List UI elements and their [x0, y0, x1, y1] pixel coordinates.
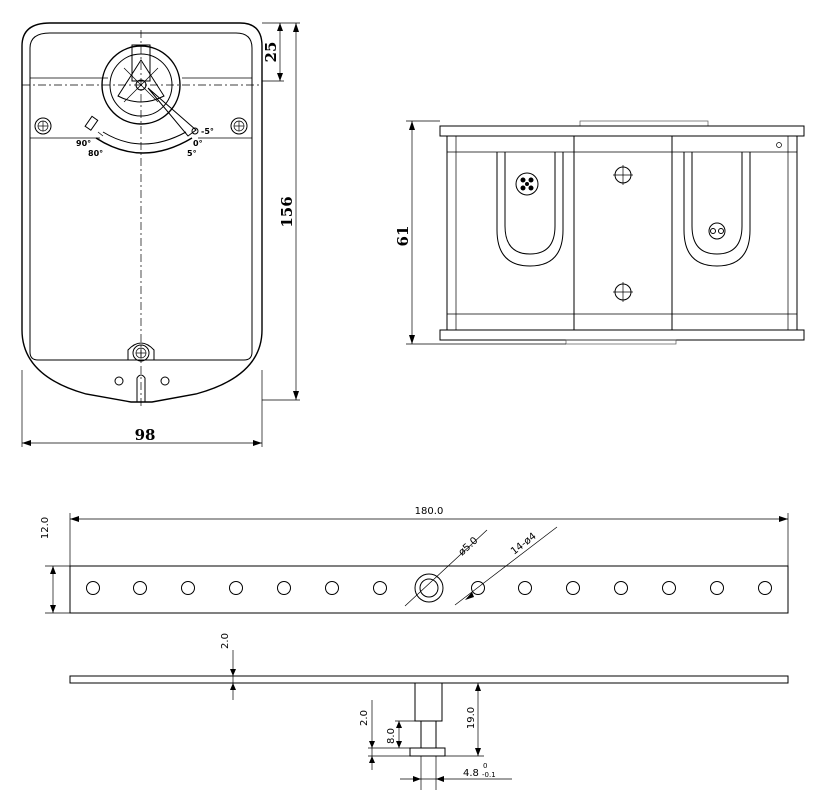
- pin: [409, 682, 446, 790]
- dim-bracket-length-label: 180.0: [415, 506, 444, 517]
- actuator-front-view: 90° 80° -5° 0° 5° 156: [21, 22, 300, 447]
- bracket-holes: [86, 581, 772, 595]
- bracket-plan-view: 180.0 12.0: [40, 506, 789, 614]
- angle-label-90: 90°: [76, 139, 91, 148]
- housing-outline: [21, 22, 263, 403]
- dim-pin-length-label: 8.0: [386, 728, 397, 744]
- bracket-body: [69, 565, 789, 614]
- bracket-hole: [229, 581, 243, 595]
- dim-bracket-width-label: 12.0: [40, 517, 51, 539]
- dim-large-hole-label: ø5.0: [457, 535, 481, 558]
- dim-side-height-label: 61: [394, 226, 412, 247]
- position-pointer: [147, 87, 197, 137]
- angle-label-80: 80°: [88, 149, 103, 158]
- dimension-pin-length: 8.0: [386, 720, 421, 748]
- mount-hole-lower: [613, 282, 633, 302]
- mount-hole-upper: [613, 165, 633, 185]
- dim-top-label: 25: [262, 42, 280, 63]
- bracket-hole: [181, 581, 195, 595]
- dimension-bracket-width: 12.0: [40, 517, 70, 614]
- dimension-height: 156: [262, 22, 300, 401]
- tol-lower-label: -0.1: [482, 771, 496, 779]
- angle-label-minus5: -5°: [201, 127, 214, 136]
- dimension-width: 98: [21, 370, 263, 447]
- dim-step-label: 2.0: [359, 710, 370, 726]
- bracket-hole: [758, 581, 772, 595]
- bracket-hole: [710, 581, 724, 595]
- angle-label-5: 5°: [187, 149, 197, 158]
- dimension-bracket-length: 180.0: [69, 506, 789, 566]
- bracket-hole: [325, 581, 339, 595]
- screw-right: [230, 117, 248, 135]
- bracket-hole: [566, 581, 580, 595]
- actuator-side-view: 61: [394, 120, 805, 345]
- dimension-step: 2.0: [359, 700, 410, 770]
- bracket-hole: [471, 581, 485, 595]
- bracket-profile-plate: [69, 675, 789, 684]
- dim-height-label: 156: [278, 196, 296, 227]
- dim-width-label: 98: [135, 426, 156, 444]
- dimension-side-height: 61: [394, 120, 566, 345]
- dim-pin-diameter-label: 4.8: [463, 768, 479, 779]
- angle-scale-arc: [95, 137, 193, 154]
- inner-panel: [29, 32, 253, 361]
- angle-label-0: 0°: [193, 139, 203, 148]
- dimension-pin-height: 19.0: [442, 682, 484, 757]
- bracket-large-hole: [414, 573, 444, 603]
- bracket-hole: [86, 581, 100, 595]
- dim-thickness-label: 2.0: [220, 633, 231, 649]
- connector-slot-left: [496, 152, 564, 267]
- bracket-hole: [133, 581, 147, 595]
- dimension-pin-diameter: 4.8 0 -0.1: [400, 762, 512, 782]
- bracket-hole: [277, 581, 291, 595]
- bracket-profile-view: 2.0 19.0 2.0: [69, 633, 789, 790]
- dimension-large-hole: ø5.0: [404, 529, 488, 607]
- dimension-top: 25: [262, 23, 284, 82]
- bracket-hole: [373, 581, 387, 595]
- bracket-hole: [662, 581, 676, 595]
- tol-upper-label: 0: [483, 762, 487, 770]
- bracket-hole: [518, 581, 532, 595]
- screw-left: [34, 117, 52, 135]
- screw-bottom: [127, 342, 155, 362]
- bracket-hole: [614, 581, 628, 595]
- connector-slot-right: [683, 152, 751, 267]
- dimension-thickness: 2.0: [220, 633, 236, 700]
- shaft-hub: [101, 44, 181, 125]
- dim-pin-height-label: 19.0: [466, 707, 477, 729]
